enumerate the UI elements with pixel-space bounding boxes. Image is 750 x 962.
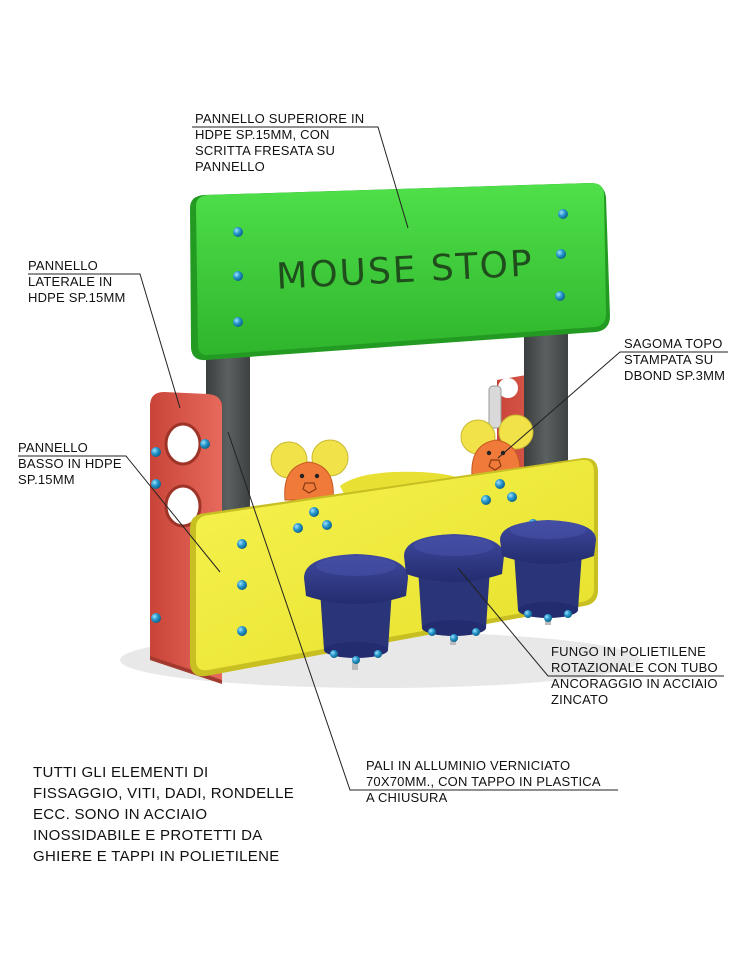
leader-lines [18, 126, 728, 791]
right-panel-hole [498, 378, 518, 398]
leader-posts [227, 431, 618, 791]
callout-low-panel: PANNELLO BASSO IN HDPE SP.15MM [18, 440, 122, 487]
mouse-shape-left [270, 439, 349, 501]
bolts [151, 209, 568, 636]
callout-mushroom: FUNGO IN POLIETILENE ROTAZIONALE CON TUB… [551, 644, 718, 707]
mushroom-right [500, 520, 596, 625]
leader-top-panel [192, 126, 409, 229]
right-post [524, 330, 568, 470]
leader-mushroom [457, 567, 724, 677]
mushroom-left [304, 554, 408, 670]
side-panel-hole-top [164, 422, 202, 466]
fastener-footnote: TUTTI GLI ELEMENTI DI FISSAGGIO, VITI, D… [33, 764, 295, 865]
callout-mouse-shape: SAGOMA TOPO STAMPATA SU DBOND SP.3MM [624, 336, 726, 383]
callout-top-panel: PANNELLO SUPERIORE IN HDPE SP.15MM, CON … [195, 111, 365, 174]
leader-side-panel [28, 273, 181, 409]
callout-side-panel: PANNELLO LATERALE IN HDPE SP.15MM [28, 258, 126, 305]
callout-posts: PALI IN ALLUMINIO VERNICIATO 70X70MM., C… [366, 758, 601, 805]
top-panel [196, 183, 606, 356]
leader-mouse [497, 351, 728, 459]
leader-low-panel [18, 455, 221, 573]
post-bracket [488, 385, 502, 429]
mushroom-center [404, 534, 504, 645]
